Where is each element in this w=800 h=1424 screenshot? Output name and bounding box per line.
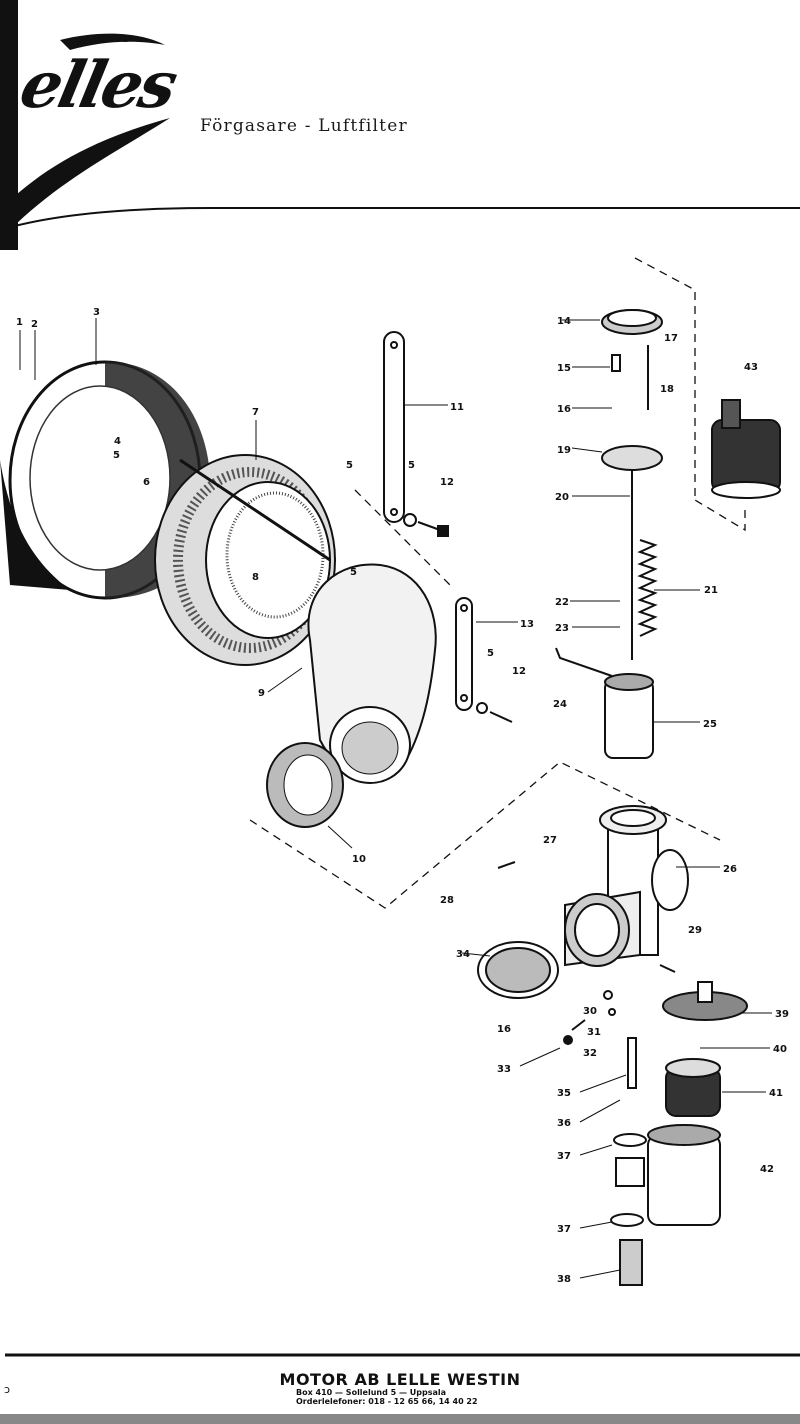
label-21: 21 <box>704 585 718 596</box>
label-15: 15 <box>557 363 571 374</box>
footer-address: Box 410 — Sollelund 5 — Uppsala Orderlel… <box>296 1388 478 1406</box>
label-14: 14 <box>557 316 571 327</box>
label-26: 26 <box>723 864 737 875</box>
page-title: Förgasare - Luftfilter <box>200 116 408 136</box>
label-5c: 5 <box>408 460 415 471</box>
label-9: 9 <box>258 688 265 699</box>
float-chamber-cap <box>711 399 781 499</box>
label-28: 28 <box>440 895 454 906</box>
label-1: 1 <box>16 317 23 328</box>
label-43: 43 <box>744 362 758 373</box>
label-36: 36 <box>557 1118 571 1129</box>
leader-lines <box>19 318 772 1279</box>
label-27: 27 <box>543 835 557 846</box>
lelles-logo: elles <box>0 0 220 260</box>
page-frame <box>0 207 800 1357</box>
footer-address-line2: Orderlelefoner: 018 - 12 65 66, 14 40 22 <box>296 1397 478 1406</box>
label-33: 33 <box>497 1064 511 1075</box>
label-19: 19 <box>557 445 571 456</box>
label-23: 23 <box>555 623 569 634</box>
label-40: 40 <box>773 1044 787 1055</box>
label-8: 8 <box>252 572 259 583</box>
carburettor-top-parts <box>555 309 663 759</box>
label-42: 42 <box>760 1164 774 1175</box>
label-5b: 5 <box>346 460 353 471</box>
label-12a: 12 <box>440 477 454 488</box>
logo-swoosh <box>0 0 170 250</box>
rubber-sleeve <box>266 742 344 828</box>
label-24: 24 <box>553 699 567 710</box>
label-18: 18 <box>660 384 674 395</box>
bracket-13 <box>455 597 473 711</box>
label-38: 38 <box>557 1274 571 1285</box>
label-34: 34 <box>456 949 470 960</box>
label-13: 13 <box>520 619 534 630</box>
label-39: 39 <box>775 1009 789 1020</box>
bracket-11 <box>383 331 405 523</box>
label-10: 10 <box>352 854 366 865</box>
label-37b: 37 <box>557 1224 571 1235</box>
label-35: 35 <box>557 1088 571 1099</box>
label-16b: 16 <box>497 1024 511 1035</box>
label-2: 2 <box>31 319 38 330</box>
filter-cover <box>307 563 437 784</box>
label-37a: 37 <box>557 1151 571 1162</box>
label-41: 41 <box>769 1088 783 1099</box>
label-30: 30 <box>583 1006 597 1017</box>
label-20: 20 <box>555 492 569 503</box>
label-5a: 5 <box>113 450 120 461</box>
bottom-scan-bar <box>0 1414 800 1424</box>
label-29: 29 <box>688 925 702 936</box>
label-16a: 16 <box>557 404 571 415</box>
bolts-and-washers <box>179 458 513 723</box>
air-filter-housing <box>0 360 211 600</box>
label-11: 11 <box>450 402 464 413</box>
footer-company: MOTOR AB LELLE WESTIN <box>279 1370 521 1389</box>
corner-mark: ɔ <box>4 1383 11 1396</box>
carburettor-body <box>564 805 689 967</box>
label-12b: 12 <box>512 666 526 677</box>
part-labels: 1 2 3 4 5 6 7 8 9 10 11 5 5 12 5 13 5 12… <box>16 307 789 1285</box>
label-5e: 5 <box>487 648 494 659</box>
label-6: 6 <box>143 477 150 488</box>
carburettor-lower-parts <box>497 861 748 1286</box>
label-22: 22 <box>555 597 569 608</box>
hose-clamp <box>477 941 559 999</box>
label-4: 4 <box>114 436 121 447</box>
label-25: 25 <box>703 719 717 730</box>
footer-address-line1: Box 410 — Sollelund 5 — Uppsala <box>296 1388 447 1397</box>
label-3: 3 <box>93 307 100 318</box>
label-31: 31 <box>587 1027 601 1038</box>
air-filter-element <box>154 454 336 666</box>
assembly-dashed-lines <box>249 257 746 909</box>
label-5d: 5 <box>350 567 357 578</box>
exploded-parts-diagram: 1 2 3 4 5 6 7 8 9 10 11 5 5 12 5 13 5 12… <box>0 207 800 1357</box>
label-17: 17 <box>664 333 678 344</box>
label-32: 32 <box>583 1048 597 1059</box>
label-7: 7 <box>252 407 259 418</box>
